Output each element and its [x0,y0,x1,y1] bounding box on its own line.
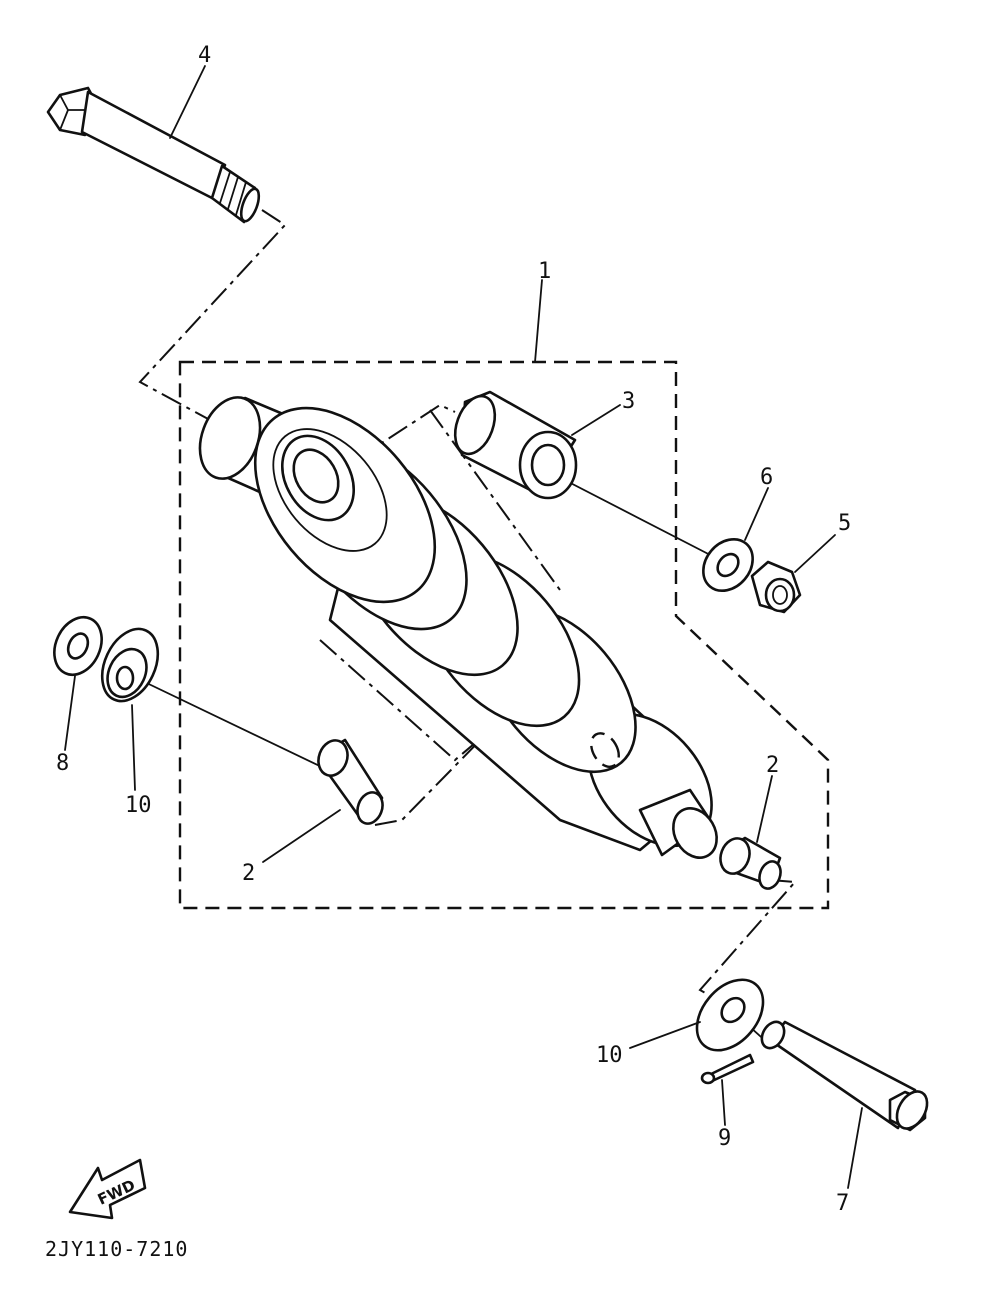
part-code: 2JY110-7210 [45,1237,188,1261]
leader-8 [64,675,76,751]
axis-line-washer-left [129,674,329,771]
callout-1: 1 [538,259,551,284]
callout-6: 6 [760,465,773,490]
leader-7 [847,1107,863,1189]
alignment-line-bolt [138,209,287,421]
leader-2-left [262,809,341,863]
oil-seal-part-10-left [100,627,160,703]
callout-10-left: 10 [125,793,152,818]
washer-part-8 [53,615,103,677]
axis-line-upper-bushing [554,474,721,561]
callout-2-right: 2 [766,753,779,778]
leader-10-left [131,704,136,791]
callout-5: 5 [838,511,851,536]
collar-part-2-right [719,836,782,890]
leader-4 [169,65,206,139]
axle-pin-part-7 [760,1020,929,1132]
nut-part-5 [750,560,802,614]
alignment-line-lower-right [698,879,798,1001]
leader-1 [534,279,543,363]
cotter-pin-part-9 [700,1053,755,1085]
leader-3 [571,404,621,436]
washer-part-6 [702,538,754,592]
bushing-part-3 [453,390,578,500]
leader-6 [744,487,769,541]
shock-absorber-part-1 [253,406,718,859]
callout-7: 7 [836,1191,849,1216]
callout-4: 4 [198,43,211,68]
assembly-boundary [178,360,830,910]
leader-2-right [756,775,773,843]
leader-5 [794,534,836,573]
fwd-arrow-icon: FWD [68,1158,147,1220]
leader-10-right [629,1021,701,1049]
callout-10-right: 10 [596,1043,623,1068]
oil-seal-part-10-right [695,978,765,1052]
callout-3: 3 [622,389,635,414]
alignment-line-collar [374,719,501,826]
callout-2-left: 2 [242,861,255,886]
callout-9: 9 [718,1126,731,1151]
callout-8: 8 [56,751,69,776]
collar-part-2-left [317,738,384,825]
leader-9 [721,1079,726,1126]
bolt-part-4 [46,86,261,224]
